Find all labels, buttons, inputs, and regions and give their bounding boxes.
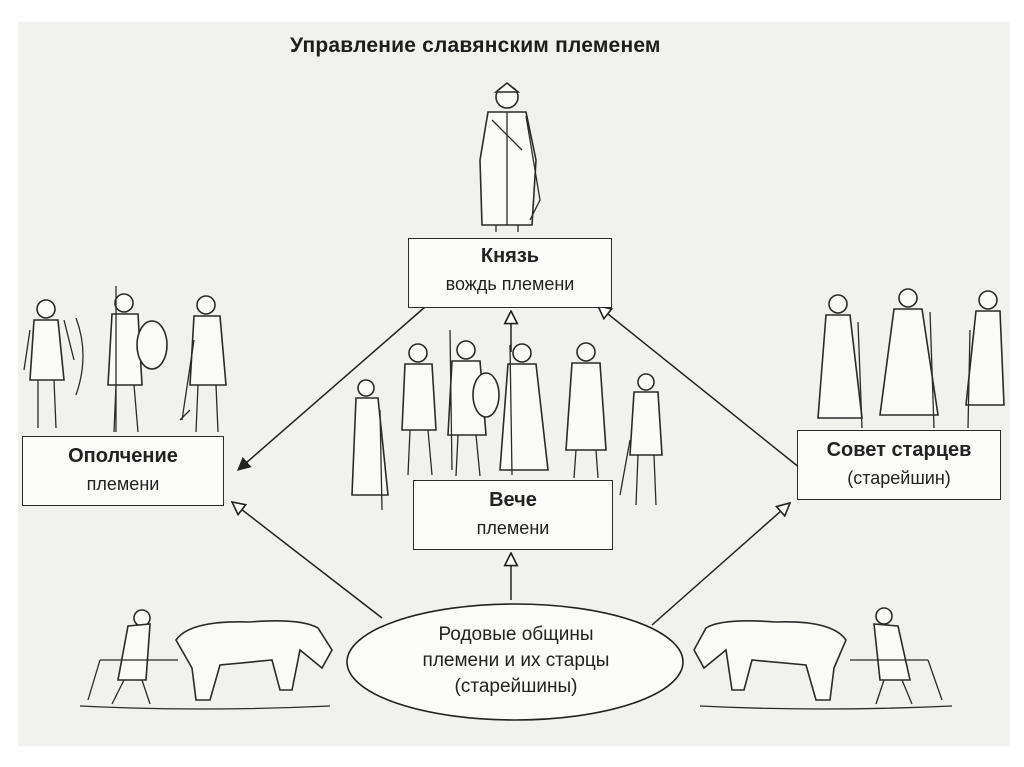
militia-title: Ополчение	[68, 445, 178, 467]
veche-title: Вече	[489, 489, 537, 511]
diagram-title: Управление славянским племенем	[290, 34, 661, 57]
council-title: Совет старцев	[826, 439, 972, 461]
ploughman-right	[693, 607, 953, 710]
prince-box: Князь вождь племени	[408, 238, 612, 308]
council-subtitle: (старейшин)	[847, 468, 951, 488]
communities-label: Родовые общины племени и их старцы (стар…	[366, 622, 666, 700]
prince-title: Князь	[480, 245, 540, 267]
council-figures	[817, 288, 1005, 429]
veche-subtitle: племени	[476, 518, 550, 538]
prince-subtitle: вождь племени	[445, 274, 575, 294]
communities-oval	[346, 603, 684, 721]
militia-box: Ополчение племени	[22, 436, 224, 506]
veche-figures	[351, 329, 663, 511]
communities-line3: (старейшины)	[454, 676, 578, 697]
prince-figure	[479, 81, 541, 232]
edge-communities-to-council	[651, 503, 790, 626]
council-box: Совет старцев (старейшин)	[797, 430, 1001, 500]
communities-line1: Родовые общины	[438, 624, 594, 645]
veche-box: Вече племени	[413, 480, 613, 550]
edge-prince-to-militia	[236, 306, 426, 471]
ploughman-left	[79, 609, 333, 710]
militia-subtitle: племени	[86, 474, 160, 494]
edge-communities-to-militia	[232, 502, 383, 619]
militia-figures	[23, 286, 227, 433]
communities-line2: племени и их старцы	[422, 650, 610, 671]
edge-council-to-prince	[598, 306, 801, 469]
